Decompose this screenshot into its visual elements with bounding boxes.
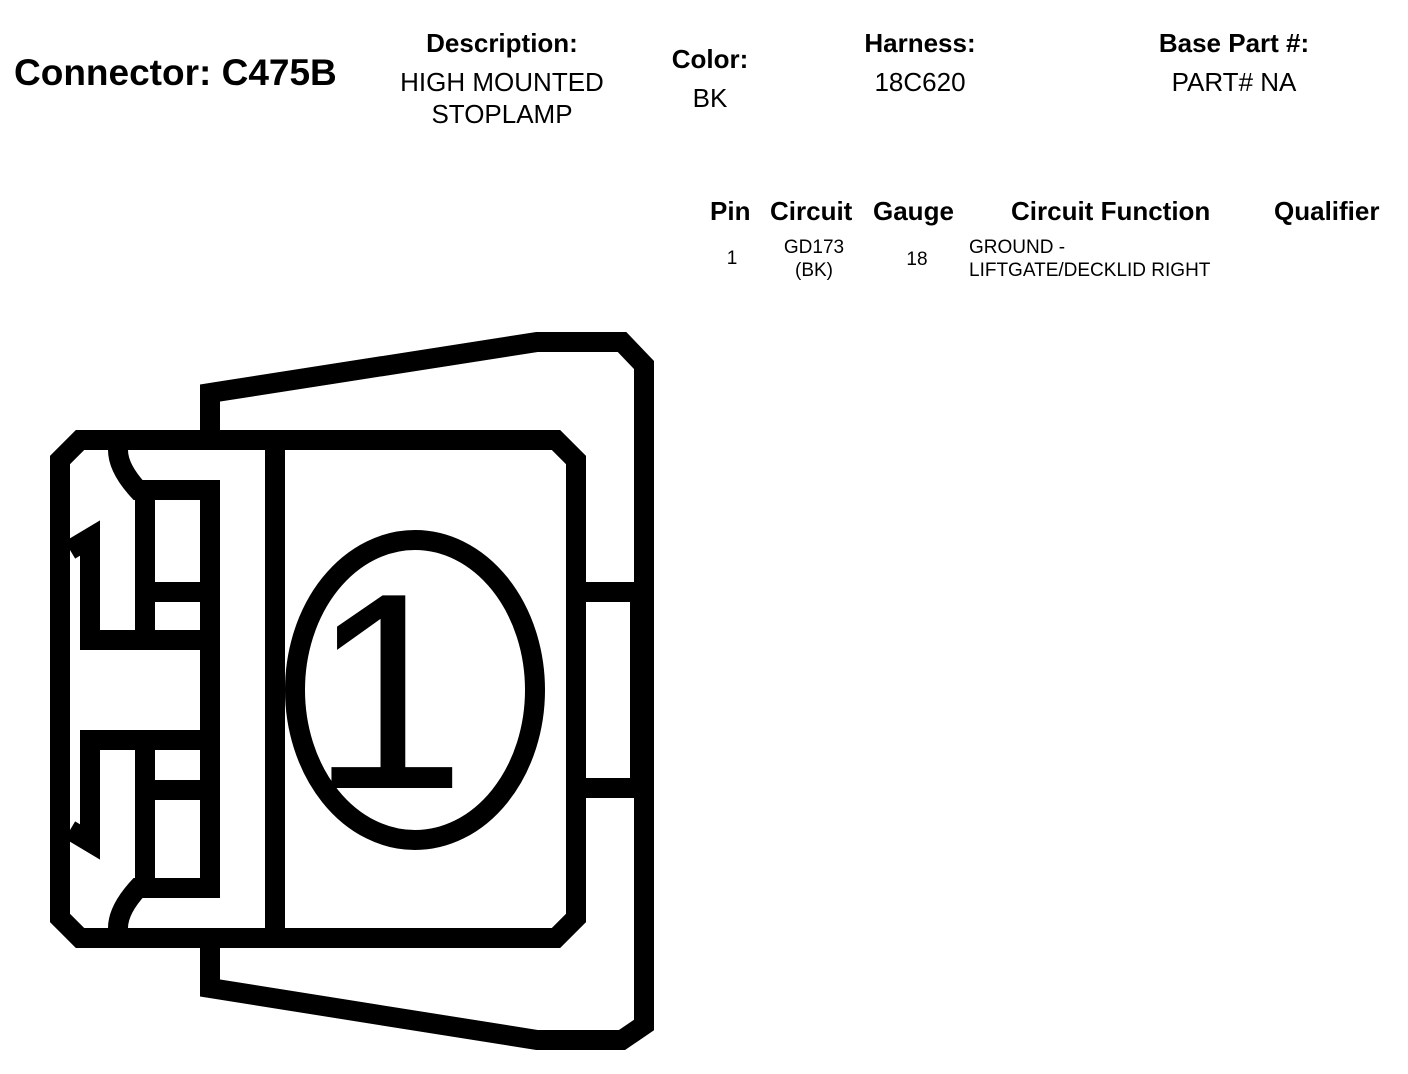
harness-label: Harness: (864, 28, 976, 58)
circuit-color: (BK) (795, 260, 833, 281)
qualifier-header: Qualifier (1274, 196, 1380, 226)
description-label: Description: (426, 28, 578, 58)
pin-1-label: 1 (310, 536, 466, 848)
color-value: BK (692, 83, 728, 113)
right-latch (576, 582, 650, 798)
pin-cell: 1 (726, 248, 738, 269)
harness-value: 18C620 (874, 67, 966, 97)
connector-face-diagram: 1 (50, 332, 654, 1050)
pin-1-cavity (285, 530, 545, 850)
color-label: Color: (671, 44, 749, 74)
connector-title: Connector: C475B (14, 52, 337, 93)
function-line-1: GROUND - (969, 237, 1066, 258)
gauge-cell: 18 (906, 249, 928, 270)
description-value: HIGH MOUNTED STOPLAMP (400, 67, 604, 129)
base-part-value: PART# NA (1171, 67, 1297, 97)
pin-header: Pin (710, 196, 751, 226)
base-part-label: Base Part #: (1158, 28, 1310, 58)
circuit-header: Circuit (770, 196, 853, 226)
left-lock-latch (64, 449, 220, 929)
circuit-name: GD173 (783, 237, 845, 258)
circuit-function-header: Circuit Function (1011, 196, 1211, 226)
circuit-function-cell: GROUND - LIFTGATE/DECKLID RIGHT (969, 236, 1269, 282)
gauge-header: Gauge (873, 196, 954, 226)
circuit-cell: GD173 (BK) (764, 236, 864, 282)
latch-tooth (64, 520, 220, 860)
function-line-2: LIFTGATE/DECKLID RIGHT (969, 260, 1211, 281)
latch-comb-outline (108, 449, 220, 929)
housing-outline (50, 430, 586, 948)
